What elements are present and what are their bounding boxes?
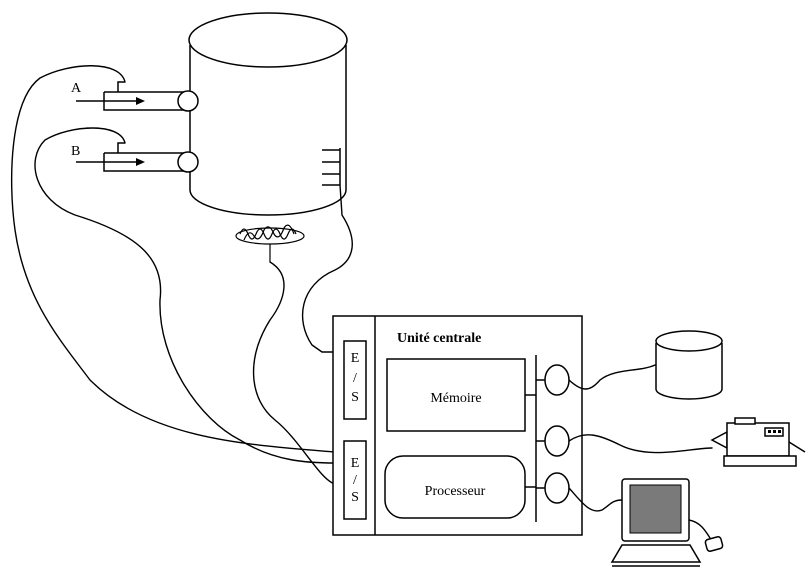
cable-disk <box>568 364 656 390</box>
io-top-slash: / <box>353 371 357 386</box>
mouse-cable <box>688 519 711 539</box>
io-top-e: E <box>351 351 360 366</box>
heating-coil-icon <box>235 224 305 262</box>
printer-icon <box>710 417 806 467</box>
cable-printer <box>568 434 713 454</box>
mouse-icon <box>704 536 724 552</box>
wire-gauge <box>301 184 353 353</box>
disk-storage-icon <box>655 330 723 400</box>
central-unit-title: Unité centrale <box>397 331 481 346</box>
wire-inlet-a <box>10 65 336 453</box>
io-bottom-s: S <box>351 490 359 505</box>
processor-label: Processeur <box>425 484 486 499</box>
inlet-pipe-a <box>76 81 199 112</box>
computer-monitor-icon <box>610 478 702 567</box>
cable-computer <box>568 487 623 512</box>
io-bottom-slash: / <box>353 473 357 488</box>
tank <box>188 12 348 216</box>
io-bottom-e: E <box>351 456 360 471</box>
central-unit <box>332 315 583 536</box>
inlet-label-b: B <box>71 144 80 159</box>
inlet-pipe-b <box>76 142 199 173</box>
io-top-s: S <box>351 390 359 405</box>
wire-heater <box>252 261 336 485</box>
memory-label: Mémoire <box>430 391 481 406</box>
inlet-label-a: A <box>71 81 82 96</box>
wire-inlet-b <box>34 127 336 464</box>
